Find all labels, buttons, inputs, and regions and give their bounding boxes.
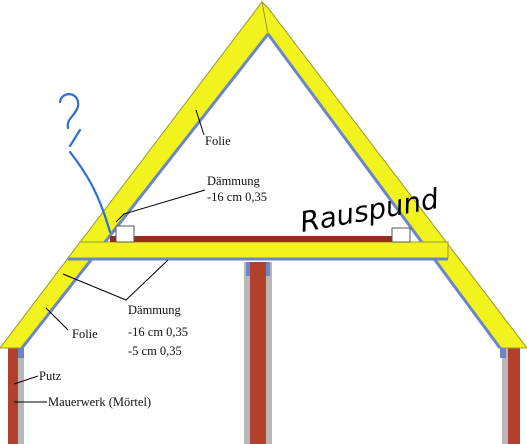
label-daemmung-bottom-title: Dämmung — [128, 303, 182, 317]
handwritten-question-annotation — [58, 93, 112, 234]
leader-folie-top — [195, 109, 205, 136]
right-rafter-foil — [266, 33, 502, 349]
right-eave-foil — [500, 348, 506, 358]
left-rafter-foil — [20, 33, 270, 349]
middle-wall-foil-left — [246, 262, 250, 276]
middle-wall-foil-right — [266, 262, 270, 276]
middle-wall — [244, 262, 272, 444]
label-daemmung-bottom-value2: -5 cm 0,35 — [128, 344, 182, 358]
label-daemmung-bottom-value1: -16 cm 0,35 — [128, 325, 188, 339]
leader-putz — [13, 375, 39, 385]
right-post — [391, 227, 411, 243]
leader-lines — [13, 109, 206, 403]
leader-daemmung-bottom — [62, 259, 169, 301]
left-wall — [8, 348, 24, 444]
right-rafter-insulation — [261, 0, 527, 349]
ceiling-beam — [67, 236, 449, 261]
leader-daemmung-top — [115, 189, 206, 223]
left-wall-masonry — [8, 348, 18, 444]
right-rafter — [261, 0, 527, 349]
label-putz: Putz — [39, 369, 62, 383]
label-folie-bottom: Folie — [72, 327, 98, 341]
rauspund-board — [110, 236, 410, 242]
leader-folie-bottom — [45, 307, 69, 331]
middle-wall-masonry — [250, 262, 266, 444]
label-mauerwerk: Mauerwerk (Mörtel) — [48, 395, 151, 409]
ceiling-insulation — [67, 241, 449, 259]
right-wall-masonry — [508, 348, 520, 444]
label-folie-top: Folie — [205, 134, 231, 148]
right-wall — [502, 348, 520, 444]
left-post — [115, 225, 135, 243]
left-eave-foil — [18, 348, 24, 358]
label-daemmung-top-title: Dämmung — [207, 174, 261, 188]
label-daemmung-top-value: -16 cm 0,35 — [207, 190, 267, 204]
